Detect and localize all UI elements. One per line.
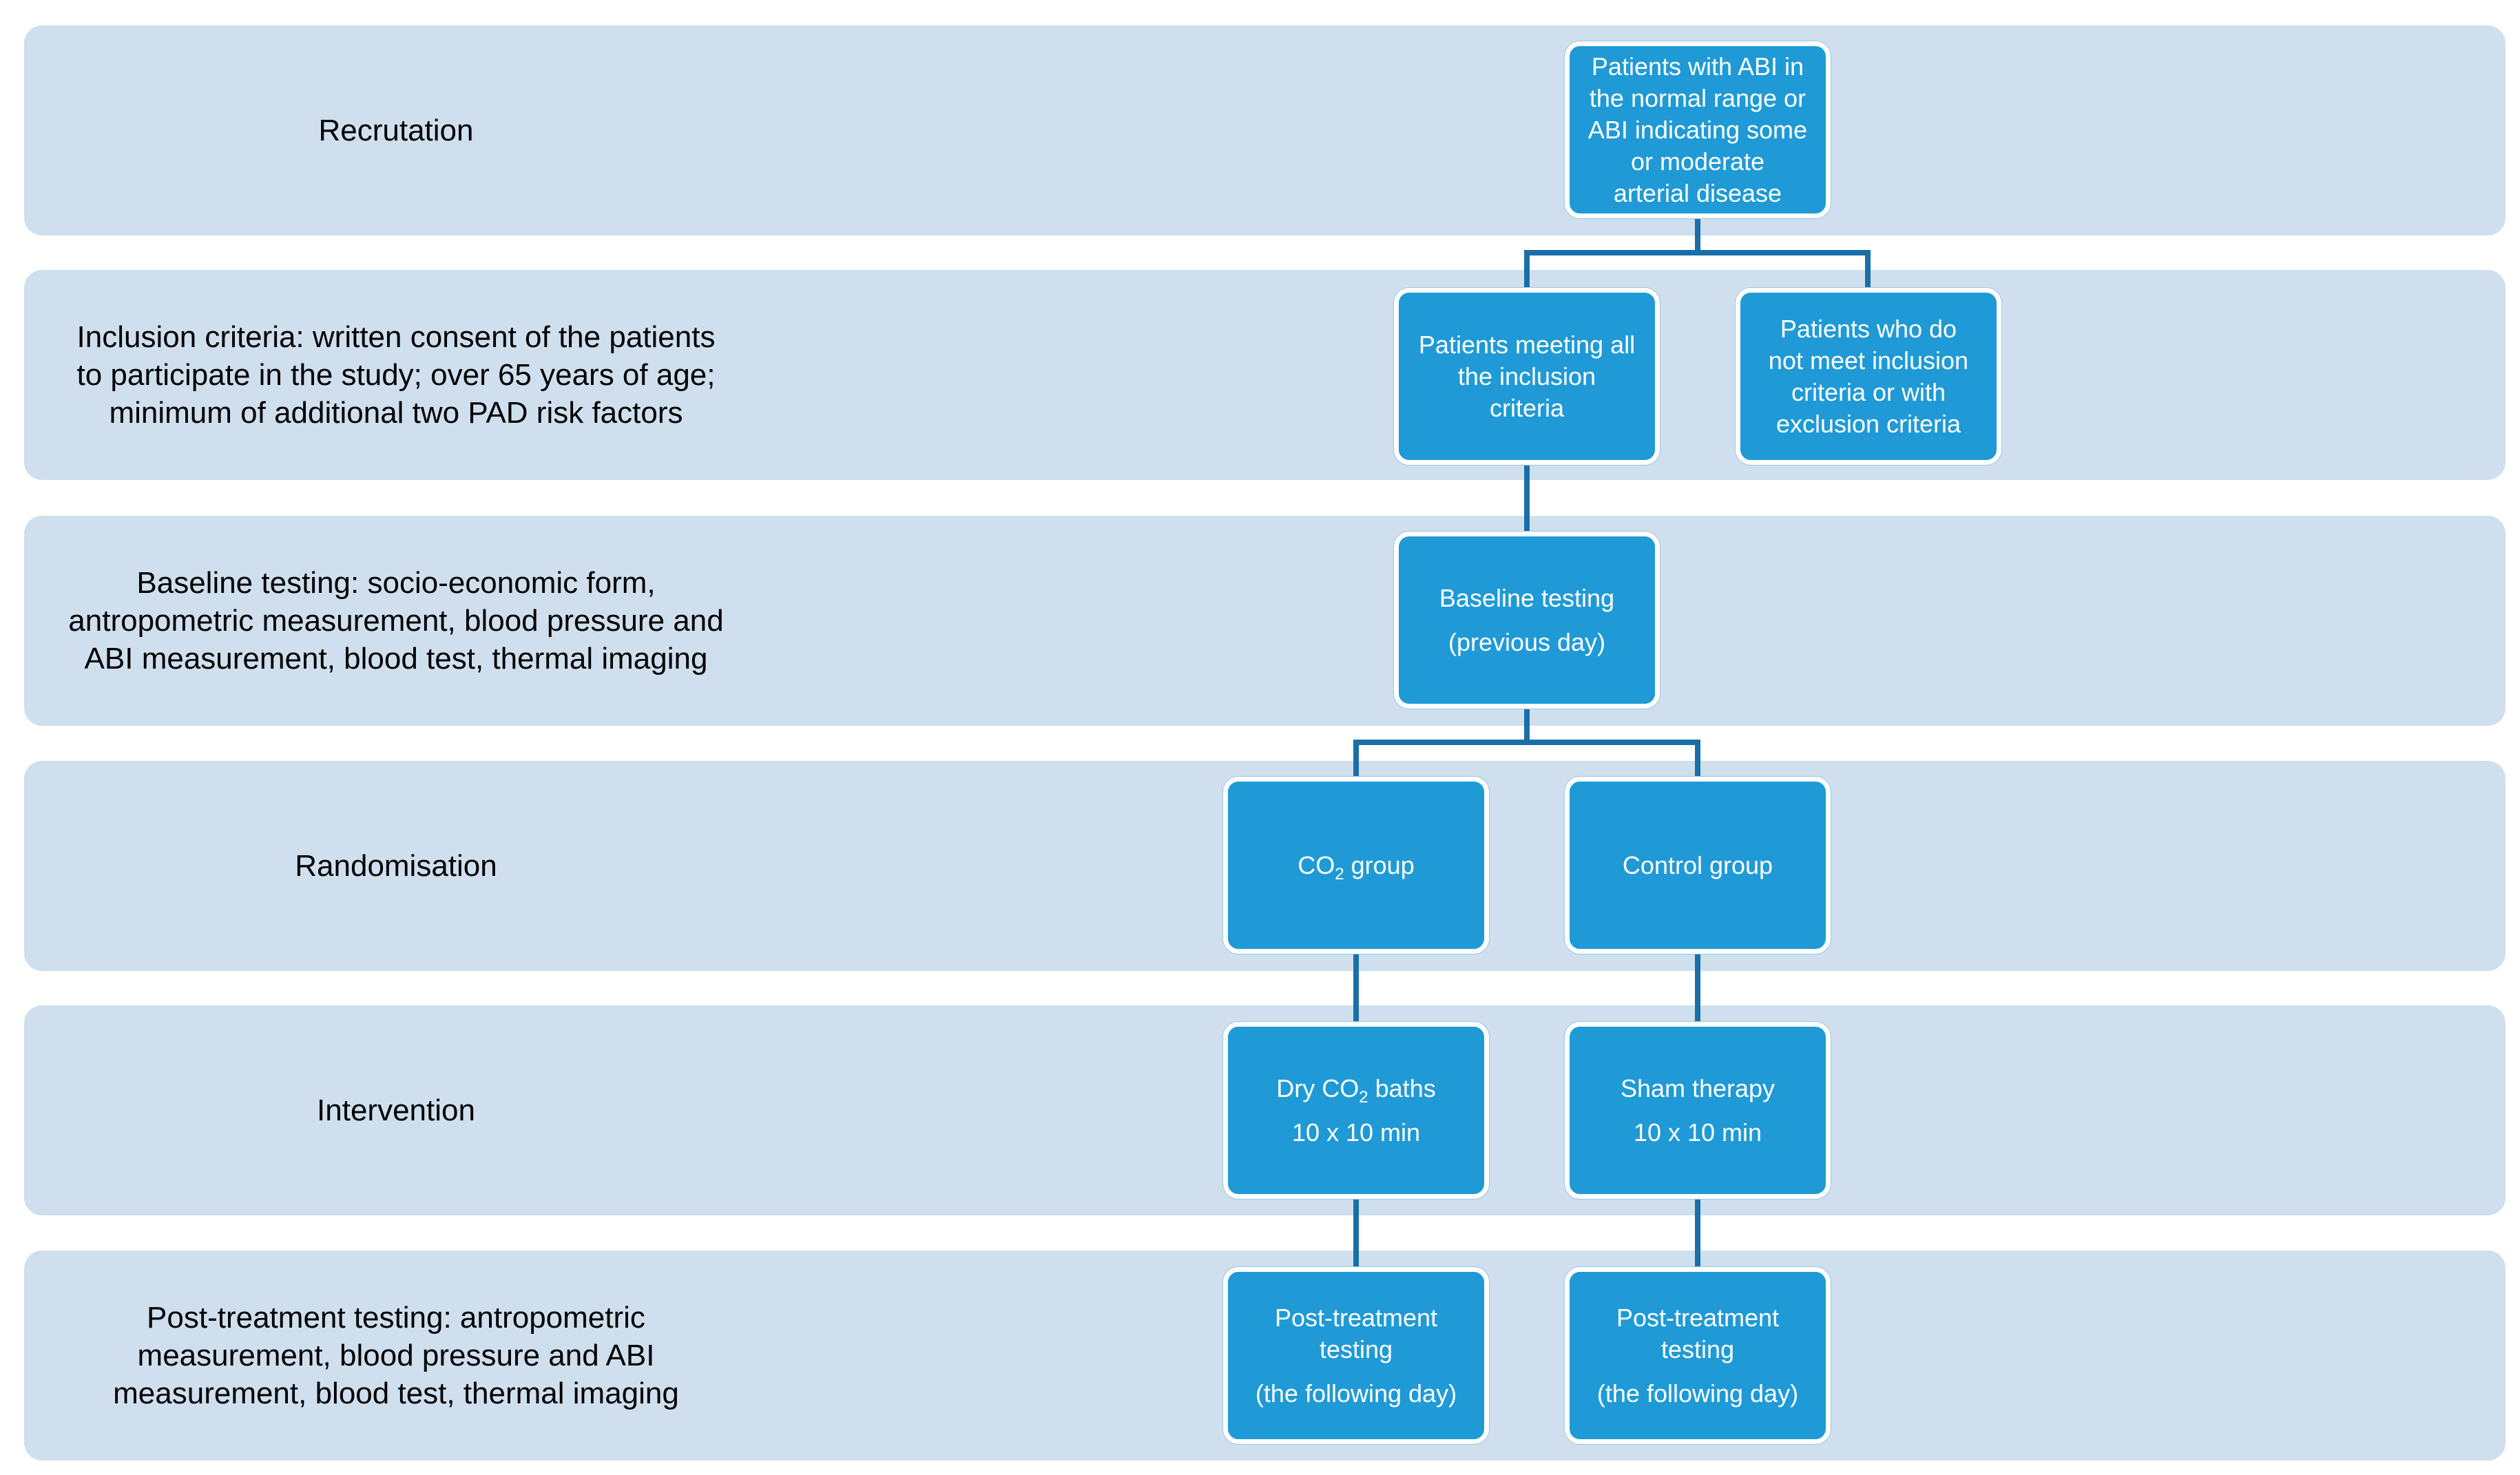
- box-post-treatment-co2: Post-treatment testing (the following da…: [1223, 1267, 1489, 1444]
- band-label-recrutation: Recrutation: [318, 114, 474, 147]
- band-label-inclusion: Inclusion criteria: written consent of t…: [76, 320, 716, 430]
- box-not-meeting-criteria: Patients who do not meet inclusion crite…: [1736, 288, 2001, 465]
- box-post-treatment-control: Post-treatment testing (the following da…: [1565, 1267, 1831, 1444]
- connector-baseline-split: [1353, 703, 1700, 784]
- box-control-group: Control group: [1565, 777, 1831, 954]
- box-dry-co2-baths: Dry CO2 baths 10 x 10 min: [1223, 1022, 1489, 1199]
- band-label-intervention: Intervention: [317, 1094, 475, 1127]
- band-label-baseline: Baseline testing: socio-economic form, a…: [68, 566, 724, 676]
- band-baseline: [24, 516, 2506, 726]
- connector-recrutation-split: [1524, 214, 1871, 295]
- box-meeting-criteria: Patients meeting all the inclusion crite…: [1394, 288, 1660, 465]
- band-recrutation: [24, 25, 2506, 236]
- box-patients-abi: Patients with ABI in the normal range or…: [1565, 41, 1831, 218]
- box-baseline-testing: Baseline testing (previous day): [1394, 532, 1660, 709]
- box-co2-group: CO2 group: [1223, 777, 1489, 954]
- band-label-post-treatment: Post-treatment testing: antropometric me…: [113, 1301, 679, 1410]
- box-sham-therapy: Sham therapy 10 x 10 min: [1565, 1022, 1831, 1199]
- band-inclusion: [24, 270, 2506, 480]
- band-label-randomisation: Randomisation: [295, 849, 497, 883]
